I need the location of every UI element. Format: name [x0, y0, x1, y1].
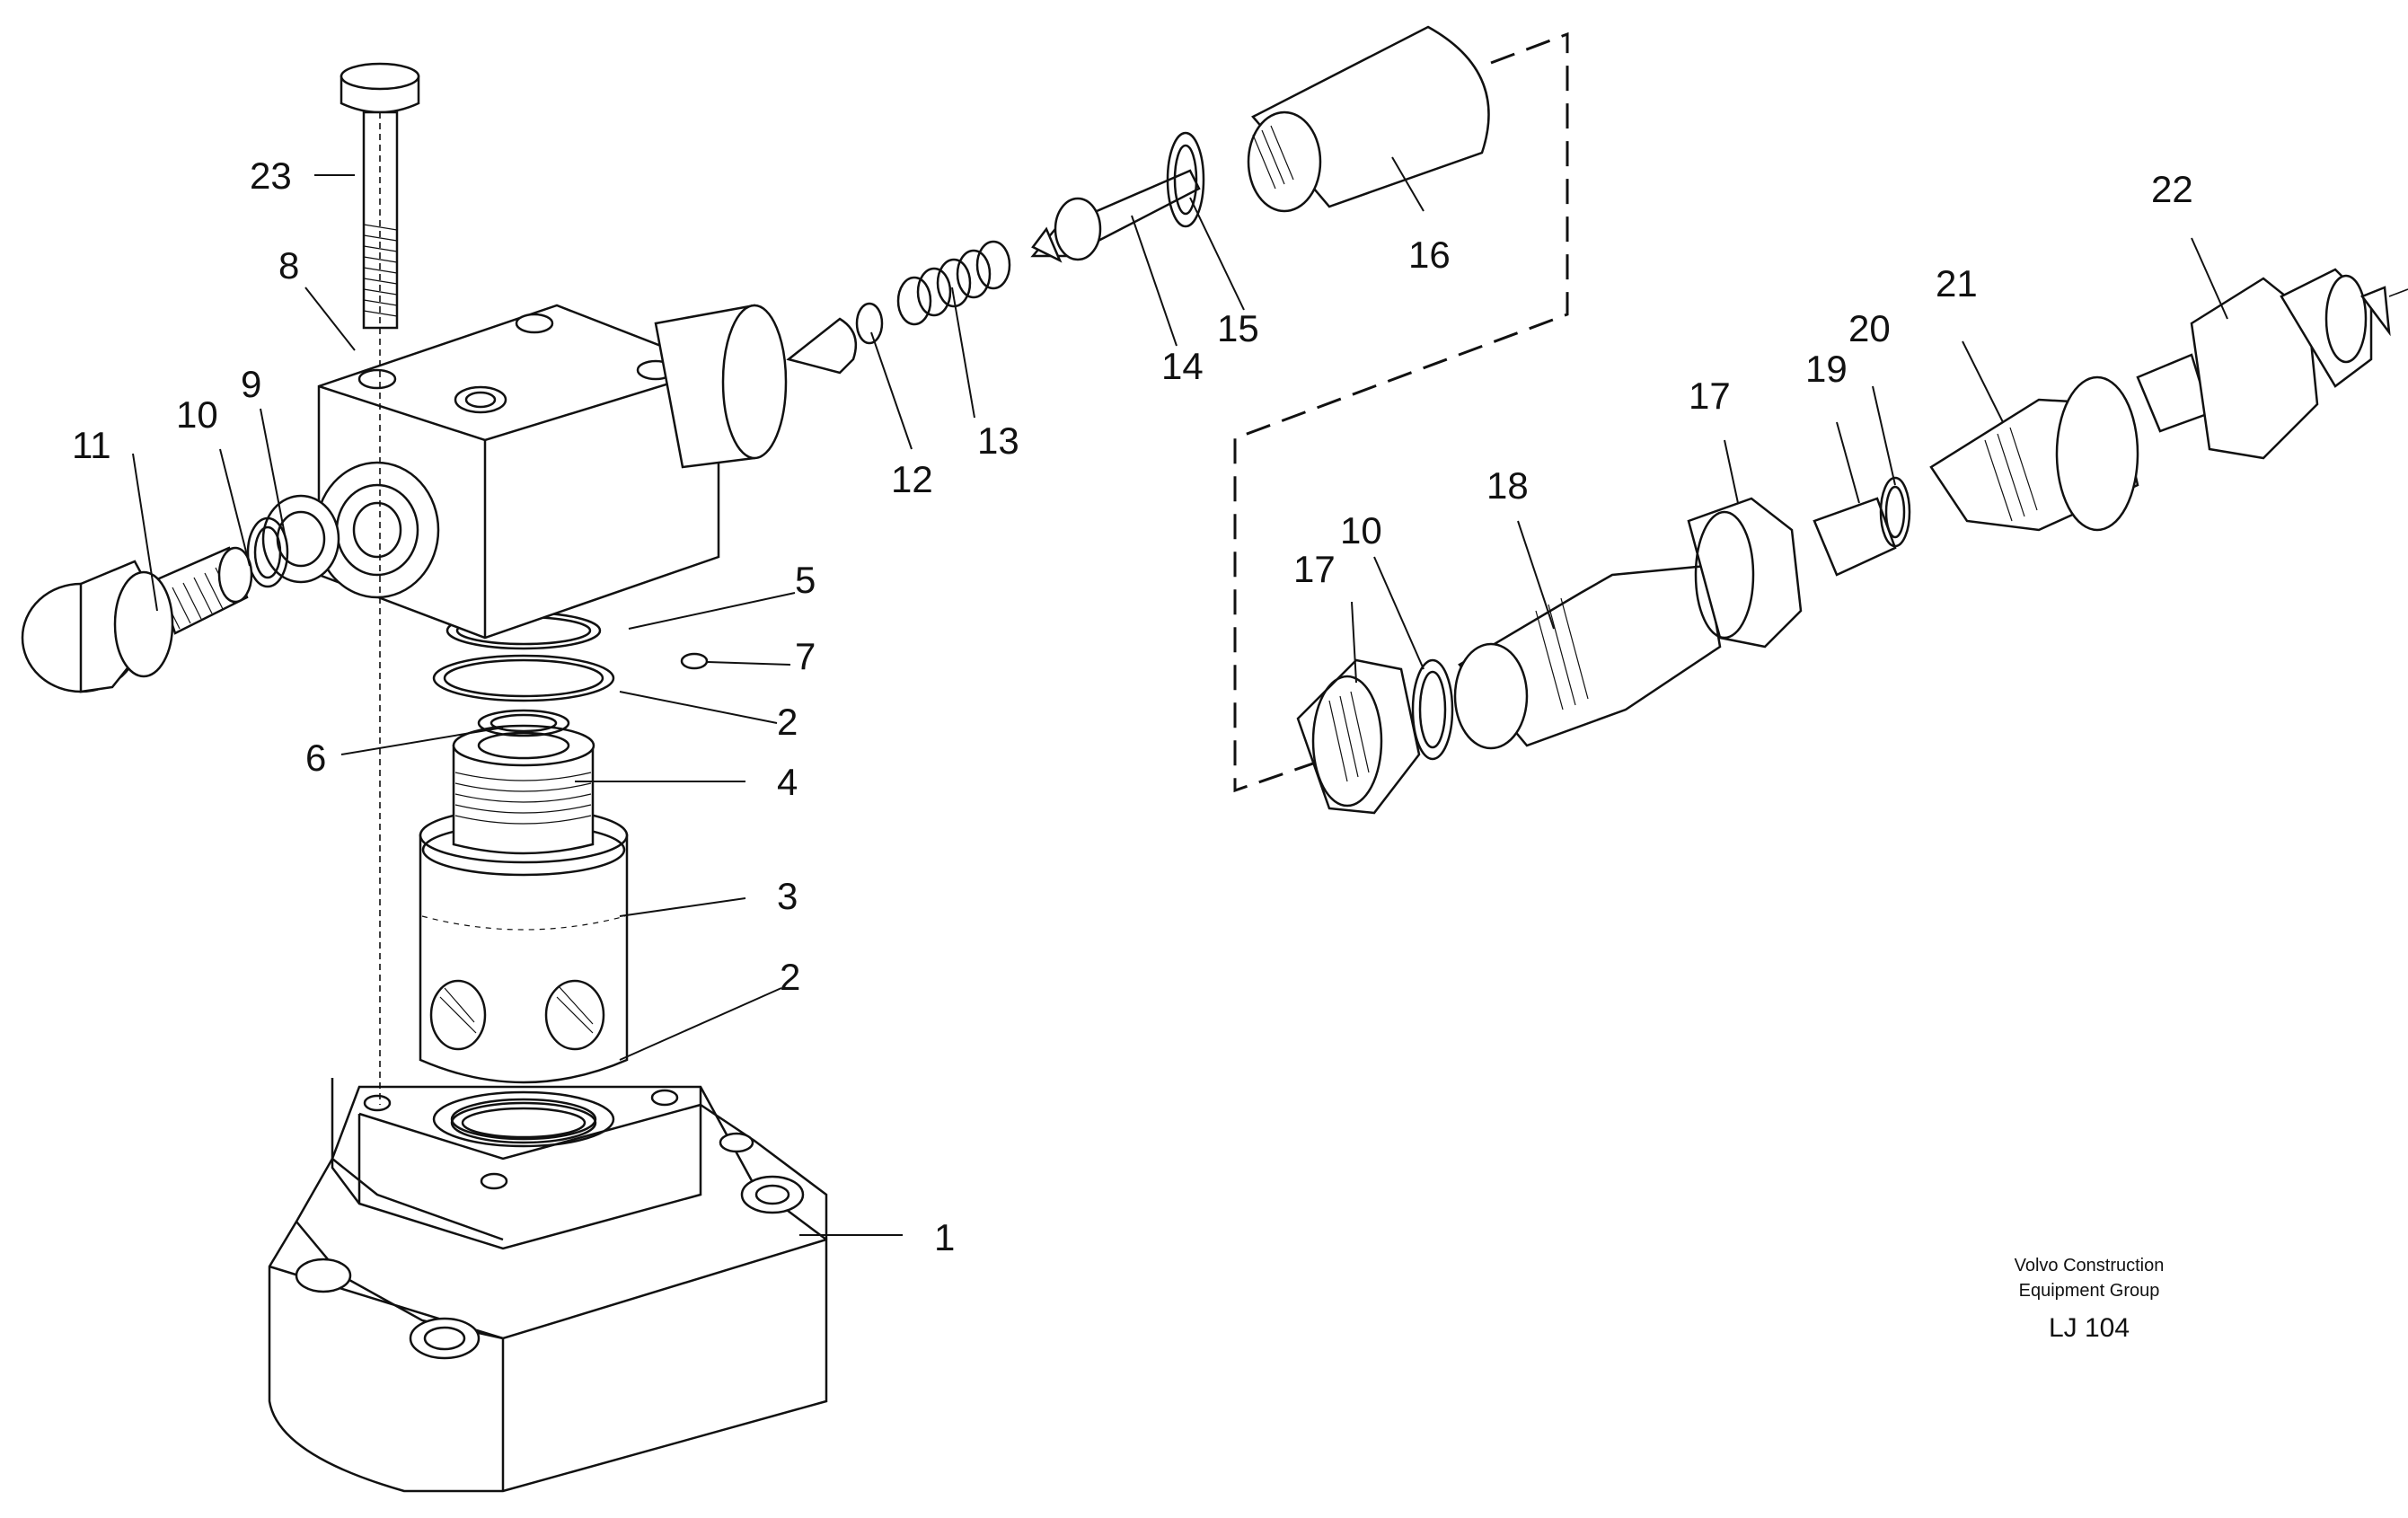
base-block: [268, 1078, 828, 1493]
label-17b: 17: [1689, 375, 1731, 417]
pilot-block: [314, 304, 788, 640]
label-10b: 10: [1340, 509, 1382, 552]
label-19: 19: [1805, 348, 1848, 390]
drawing-code: LJ 104: [2049, 1313, 2130, 1343]
label-2a: 2: [777, 701, 798, 743]
label-13: 13: [977, 419, 1019, 462]
credit-line-1: Volvo Construction: [2015, 1256, 2165, 1275]
label-17a: 17: [1293, 548, 1336, 590]
label-8: 8: [278, 244, 299, 287]
pilot-assembly: [786, 25, 1490, 375]
dashed-frame: [1233, 31, 1569, 793]
label-7: 7: [795, 635, 816, 677]
label-2b: 2: [780, 956, 800, 998]
left-plug-assembly: [21, 494, 340, 693]
credit-block: Volvo Construction Equipment Group LJ 10…: [2015, 1256, 2165, 1343]
part-number-labels: 23 8 9 10 11 5 7 2 6 4 3 2 1 12 13 14 15…: [72, 154, 2193, 1258]
right-assembly: [1296, 268, 2408, 815]
credit-line-2: Equipment Group: [2019, 1281, 2160, 1301]
label-4: 4: [777, 761, 798, 803]
label-12: 12: [891, 458, 933, 500]
label-23: 23: [250, 154, 292, 197]
label-15: 15: [1217, 307, 1259, 349]
label-11: 11: [72, 424, 111, 466]
label-21: 21: [1936, 262, 1978, 304]
label-9: 9: [241, 363, 261, 405]
label-16: 16: [1408, 234, 1451, 276]
leader-lines: [132, 112, 2228, 1236]
label-20: 20: [1848, 307, 1891, 349]
label-3: 3: [777, 875, 798, 917]
valve-sleeve: [419, 807, 629, 1084]
valve-seat: [452, 724, 595, 855]
label-14: 14: [1161, 345, 1204, 387]
label-5: 5: [795, 559, 816, 601]
label-6: 6: [305, 737, 326, 779]
label-18: 18: [1486, 464, 1529, 507]
label-10a: 10: [176, 393, 218, 436]
label-22: 22: [2151, 168, 2193, 210]
label-1: 1: [934, 1216, 955, 1258]
